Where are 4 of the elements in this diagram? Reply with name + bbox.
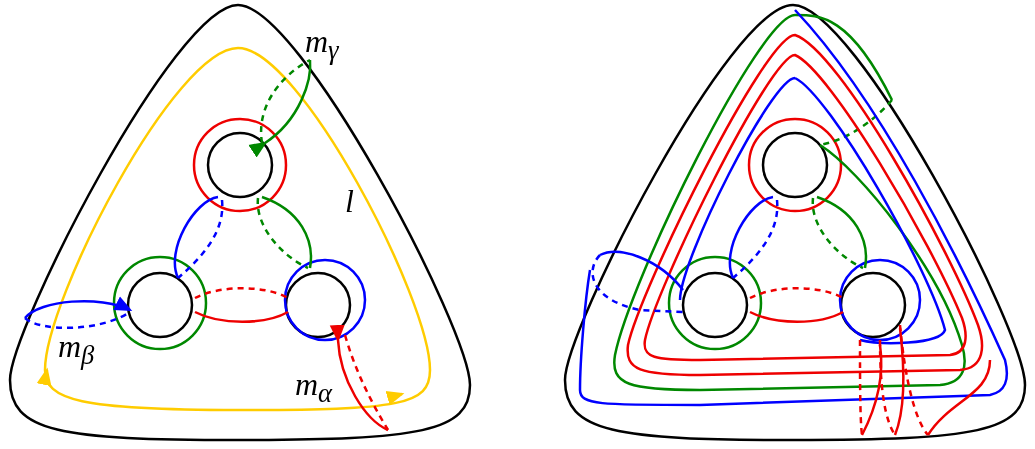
curve-label: m$_{γ}$ — [305, 25, 339, 65]
curve-label: l — [345, 185, 354, 217]
curve-label: m$_{α}$ — [295, 368, 333, 408]
curve-label: m$_{β}$ — [58, 330, 95, 370]
